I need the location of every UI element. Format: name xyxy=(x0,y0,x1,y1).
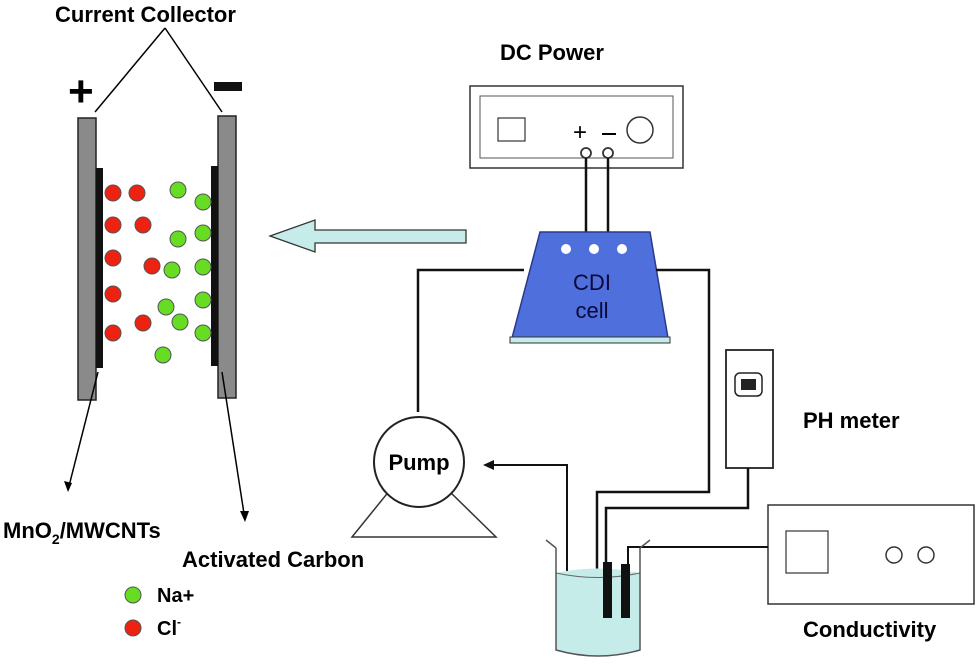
plus-sign: + xyxy=(68,67,94,116)
na-ion xyxy=(163,261,181,279)
beaker xyxy=(555,548,641,657)
cl-ion xyxy=(104,249,122,267)
na-ion xyxy=(194,193,212,211)
cl-ion xyxy=(104,184,122,202)
conductivity-knob-2 xyxy=(917,546,935,564)
beaker-solution-surface xyxy=(555,572,641,578)
ph-electrode xyxy=(603,562,612,618)
dc-negative-terminal xyxy=(602,147,614,159)
dc-power-label: DC Power xyxy=(500,40,604,65)
dc-positive-terminal xyxy=(580,147,592,159)
na-ion xyxy=(171,313,189,331)
carbon-pointer-arrowhead xyxy=(240,511,249,522)
beaker-lip-right xyxy=(639,539,651,549)
ph-probe-wire xyxy=(604,468,750,570)
minus-sign xyxy=(214,82,242,91)
mno2-mwcnts-electrode xyxy=(96,168,103,368)
beaker-to-pump-arrowhead xyxy=(483,460,494,470)
na-ion xyxy=(169,230,187,248)
collector-leader-left xyxy=(94,27,166,113)
na-ion xyxy=(194,291,212,309)
mno2-pointer-arrowhead xyxy=(64,481,72,492)
ph-meter-screen xyxy=(741,379,756,390)
na-ion xyxy=(194,324,212,342)
conductivity-label: Conductivity xyxy=(803,617,937,642)
collector-leader-right xyxy=(164,27,223,113)
conductivity-probe-wire xyxy=(627,546,768,568)
conductivity-knob-1 xyxy=(885,546,903,564)
ions xyxy=(104,181,212,364)
cdi-port-3 xyxy=(617,244,627,254)
activated-carbon-electrode xyxy=(211,166,218,366)
legend-na-label: Na+ xyxy=(157,585,194,607)
cl-ion xyxy=(104,285,122,303)
activated-carbon-label: Activated Carbon xyxy=(182,547,364,572)
beaker-solution xyxy=(556,568,640,656)
cl-ion xyxy=(134,216,152,234)
dc-plus-sign: + xyxy=(573,119,587,146)
mno2-pointer-line xyxy=(67,371,99,491)
current-collector-label: Current Collector xyxy=(55,2,236,27)
legend-cl-marker xyxy=(124,619,142,637)
legend-na-marker xyxy=(124,586,142,604)
pump-label: Pump xyxy=(388,450,449,475)
pump-to-cdi-tube xyxy=(416,268,524,412)
ph-meter-label: PH meter xyxy=(803,408,900,433)
conductivity-electrode xyxy=(621,564,630,618)
conductivity-display xyxy=(785,530,829,574)
na-ion xyxy=(169,181,187,199)
expand-view-arrow xyxy=(268,219,467,253)
cl-ion xyxy=(143,257,161,275)
cl-ion xyxy=(134,314,152,332)
cdi-cell-base xyxy=(509,336,671,344)
carbon-pointer-line xyxy=(221,371,246,521)
cdi-port-2 xyxy=(589,244,599,254)
beaker-lip-left xyxy=(545,539,557,549)
ph-meter xyxy=(725,349,774,469)
dc-power-knob xyxy=(626,116,654,144)
cdi-port-1 xyxy=(561,244,571,254)
cl-ion xyxy=(104,324,122,342)
cdi-cell-label-line2: cell xyxy=(575,298,608,323)
dc-power-display xyxy=(497,117,526,142)
positive-current-collector xyxy=(77,117,97,401)
na-ion xyxy=(154,346,172,364)
negative-current-collector xyxy=(217,115,237,399)
na-ion xyxy=(194,258,212,276)
cdi-to-beaker-tube xyxy=(595,268,711,570)
cl-ion xyxy=(128,184,146,202)
cdi-cell-label-line1: CDI xyxy=(573,270,611,295)
pump xyxy=(373,416,465,508)
cl-ion xyxy=(104,216,122,234)
na-ion xyxy=(157,298,175,316)
na-ion xyxy=(194,224,212,242)
mno2-mwcnts-label: MnO2/MWCNTs xyxy=(3,518,161,547)
legend-cl-label: Cl- xyxy=(157,615,181,640)
